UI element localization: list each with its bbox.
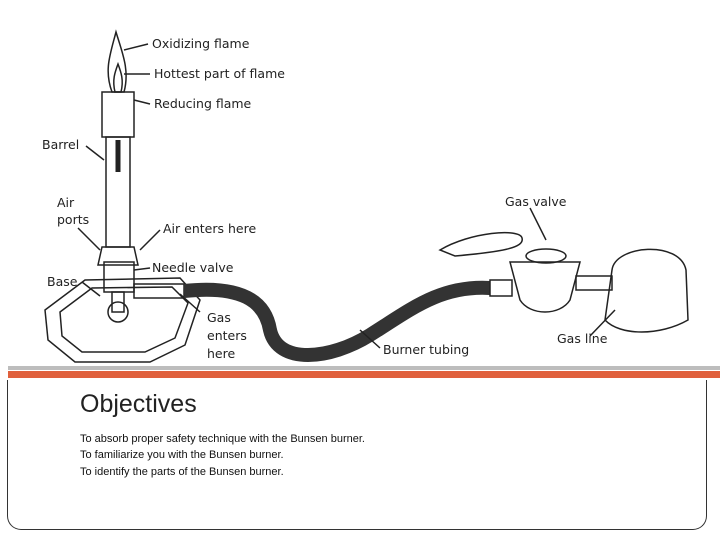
objective-item: To absorb proper safety technique with t… <box>80 433 365 445</box>
label-hottest-part: Hottest part of flame <box>154 66 285 81</box>
gas-valve <box>438 231 613 313</box>
label-air-ports-line2: ports <box>57 212 89 227</box>
label-gas-enters-line1: Gas <box>207 310 231 325</box>
needle-valve <box>103 261 135 323</box>
label-gas-line: Gas line <box>557 331 608 346</box>
label-base: Base <box>47 274 78 289</box>
label-reducing-flame: Reducing flame <box>154 96 252 111</box>
burner-barrel <box>97 91 139 266</box>
label-oxidizing-flame: Oxidizing flame <box>152 36 250 51</box>
objective-item: To identify the parts of the Bunsen burn… <box>80 465 284 478</box>
slide-title: Objectives <box>80 390 197 418</box>
gas-line <box>604 248 689 333</box>
divider-stripe-orange <box>8 371 720 378</box>
divider-stripe-gray <box>8 366 720 370</box>
label-air-enters: Air enters here <box>163 221 256 236</box>
label-burner-tubing: Burner tubing <box>383 342 469 357</box>
burner-tubing <box>183 280 491 362</box>
leader-lines <box>77 43 616 349</box>
flame <box>107 29 127 93</box>
label-gas-valve: Gas valve <box>505 194 567 209</box>
label-barrel: Barrel <box>42 137 79 152</box>
label-gas-enters-line3: here <box>207 346 235 361</box>
label-air-ports-line1: Air <box>57 195 75 210</box>
label-needle-valve: Needle valve <box>152 260 234 275</box>
objective-list: To absorb proper safety technique with t… <box>80 431 365 480</box>
label-gas-enters-line2: enters <box>207 328 247 343</box>
text-panel-frame <box>7 380 707 530</box>
burner-base <box>44 277 201 363</box>
objective-item: To familiarize you with the Bunsen burne… <box>80 449 284 462</box>
bunsen-burner-diagram: Oxidizing flame Hottest part of flame Re… <box>42 29 689 363</box>
